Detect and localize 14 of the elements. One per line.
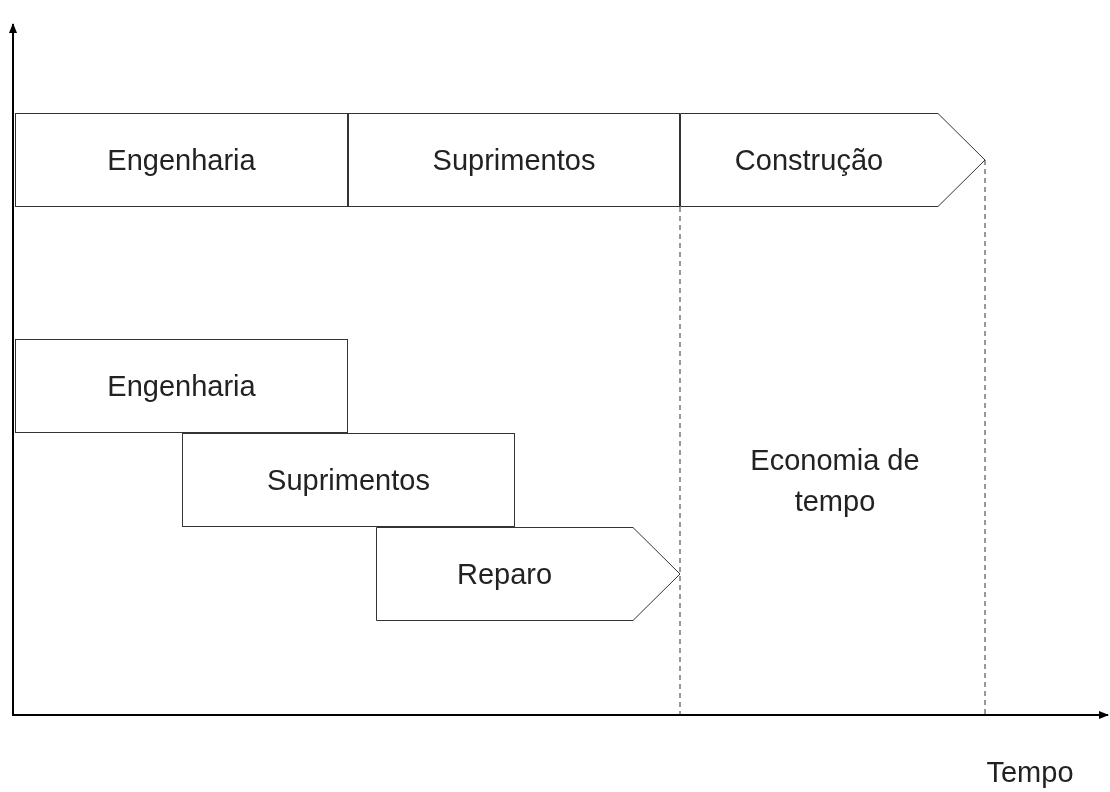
phase-arrow: [376, 527, 680, 621]
phase-box: [348, 113, 680, 207]
phase-label: Reparo: [456, 557, 553, 591]
phase-arrow: [680, 113, 985, 207]
phase-label: Engenharia: [107, 369, 256, 403]
phase-box: [15, 339, 348, 433]
phase-label: Engenharia: [107, 143, 256, 177]
phase-box: [15, 113, 348, 207]
axis-label: Tempo: [985, 755, 1075, 790]
phase-label: Suprimentos: [432, 143, 596, 177]
phase-label: Construção: [734, 143, 884, 177]
annotation-text: Economia de tempo: [749, 443, 921, 519]
phase-box: [182, 433, 515, 527]
phase-label: Suprimentos: [267, 463, 430, 497]
